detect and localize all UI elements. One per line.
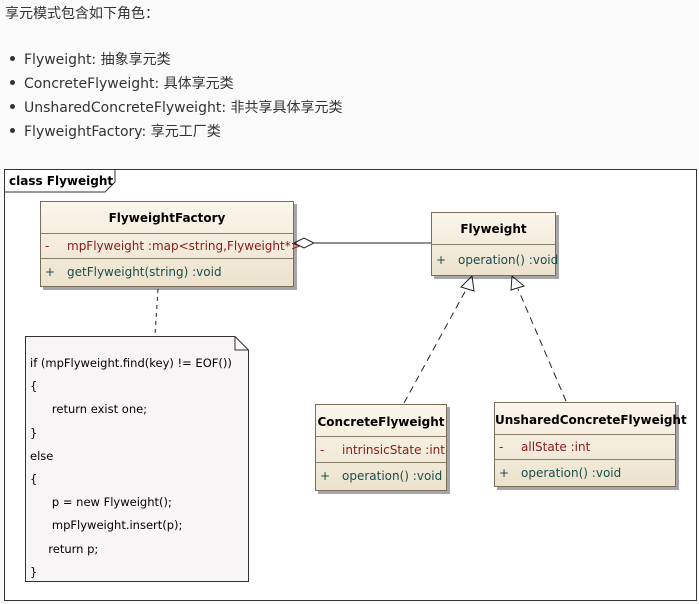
code-line: } [30, 564, 38, 579]
visibility-marker: + [45, 265, 56, 279]
roles-list: Flyweight: 抽象享元类 ConcreteFlyweight: 具体享元… [10, 48, 343, 144]
realization-unshared-arrow [510, 274, 526, 291]
class-operation: + operation() :void [495, 460, 675, 486]
class-name: ConcreteFlyweight [316, 405, 446, 437]
code-line: p = new Flyweight(); [30, 495, 172, 510]
operation-text: getFlyweight(string) :void [67, 265, 222, 279]
attribute-text: intrinsicState :int [342, 443, 445, 457]
class-operation: + getFlyweight(string) :void [41, 259, 293, 286]
note-shape [25, 336, 249, 582]
class-unshared-concrete-flyweight: UnsharedConcreteFlyweight - allState :int… [494, 402, 687, 487]
class-attribute: - mpFlyweight :map<string,Flyweight*> [41, 234, 301, 259]
class-operation: + operation() :void [316, 463, 446, 490]
class-flyweight: Flyweight + operation() :void [431, 212, 559, 276]
list-item: FlyweightFactory: 享元工厂类 [10, 120, 343, 144]
visibility-marker: + [499, 466, 510, 480]
list-item: ConcreteFlyweight: 具体享元类 [10, 72, 343, 96]
operation-text: operation() :void [521, 466, 622, 480]
note-code-lines: if (mpFlyweight.find(key) != EOF()) { re… [30, 352, 232, 584]
operation-text: operation() :void [342, 469, 443, 483]
code-line: mpFlyweight.insert(p); [30, 518, 183, 533]
code-line: { [30, 379, 38, 394]
note-anchor-line [154, 288, 159, 336]
code-line: return p; [30, 541, 99, 556]
visibility-marker: - [499, 440, 504, 454]
class-name: FlyweightFactory [41, 202, 293, 234]
visibility-marker: - [45, 239, 50, 253]
attribute-text: allState :int [521, 440, 591, 454]
intro-text: 享元模式包含如下角色： [5, 6, 159, 22]
class-attribute: - intrinsicState :int [316, 437, 446, 463]
aggregation-diamond [292, 237, 316, 249]
class-operation: + operation() :void [432, 245, 559, 275]
list-item: UnsharedConcreteFlyweight: 非共享具体享元类 [10, 96, 343, 120]
code-line: else [30, 448, 54, 463]
visibility-marker: + [320, 469, 331, 483]
code-line: return exist one; [30, 402, 148, 417]
list-item: Flyweight: 抽象享元类 [10, 48, 343, 72]
attribute-text: mpFlyweight :map<string,Flyweight*> [67, 239, 301, 253]
class-attribute: - allState :int [495, 435, 675, 460]
realization-concrete-line [403, 287, 468, 404]
frame-tab-border [5, 170, 116, 193]
code-line: { [30, 471, 38, 486]
visibility-marker: + [436, 253, 447, 267]
frame-title: class Flyweight [9, 174, 114, 188]
realization-concrete-arrow [460, 274, 475, 292]
visibility-marker: - [320, 443, 325, 457]
class-flyweight-factory: FlyweightFactory - mpFlyweight :map<strin… [40, 201, 301, 287]
code-line: if (mpFlyweight.find(key) != EOF()) [30, 356, 232, 370]
code-note: if (mpFlyweight.find(key) != EOF()) { re… [25, 336, 249, 582]
code-line: } [30, 425, 38, 440]
operation-text: operation() :void [458, 253, 559, 267]
class-name: Flyweight [432, 213, 555, 245]
class-name: UnsharedConcreteFlyweight [495, 403, 687, 435]
class-concrete-flyweight: ConcreteFlyweight - intrinsicState :int +… [315, 404, 447, 491]
realization-unshared-line [517, 288, 567, 402]
